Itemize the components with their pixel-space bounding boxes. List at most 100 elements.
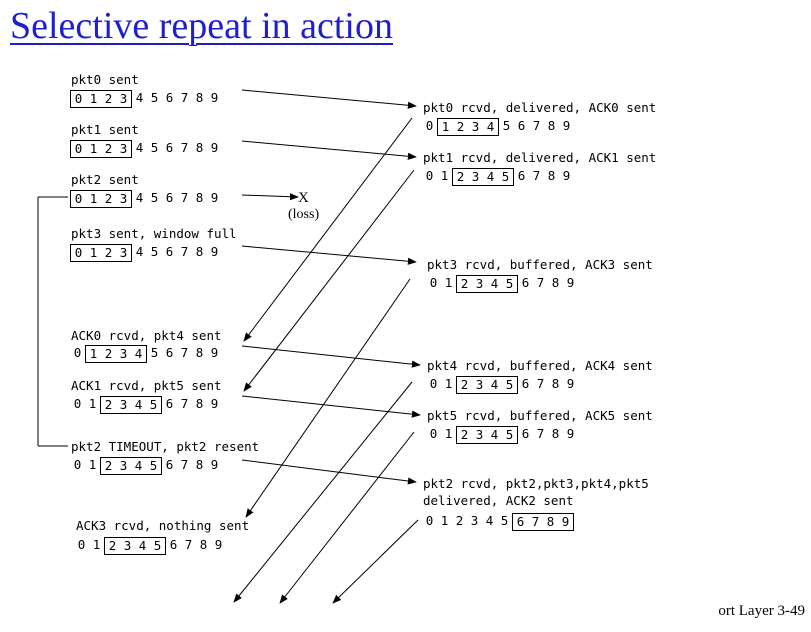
receiver-window-0-seq-9: 9 xyxy=(562,118,571,133)
sender-window-0-seq-4: 4 xyxy=(135,90,144,105)
sender-window-0-seq-0: 0 xyxy=(74,91,83,106)
sender-window-1-seq-4: 4 xyxy=(135,140,144,155)
sender-event-label-6: pkt2 TIMEOUT, pkt2 resent xyxy=(71,439,260,454)
sender-window-5-seq-7: 7 xyxy=(180,396,189,411)
receiver-window-4-seq-1: 1 xyxy=(444,426,453,441)
sender-window-7-seq-5: 5 xyxy=(153,538,162,553)
sender-event-label-2: pkt2 sent xyxy=(71,172,139,187)
receiver-window-1-seq-5: 5 xyxy=(501,169,510,184)
receiver-window-4-seq-4: 4 xyxy=(490,427,499,442)
receiver-window-0-seq-7: 7 xyxy=(532,118,541,133)
sender-window-4-seq-3: 3 xyxy=(119,346,128,361)
sender-window-3-seq-8: 8 xyxy=(195,244,204,259)
sender-window-6-seq-2: 2 xyxy=(104,458,113,473)
receiver-window-3-seq-3: 3 xyxy=(475,377,484,392)
sender-window-1-seq-7: 7 xyxy=(180,140,189,155)
receiver-event-label-4: pkt5 rcvd, buffered, ACK5 sent xyxy=(427,408,653,423)
receiver-window-2-seq-4: 4 xyxy=(490,276,499,291)
sender-window-0-seq-9: 9 xyxy=(210,90,219,105)
sender-window-2-seq-1: 1 xyxy=(89,191,98,206)
receiver-window-3-seq-5: 5 xyxy=(505,377,514,392)
sender-window-4-seq-1: 1 xyxy=(89,346,98,361)
receiver-window-2-seq-1: 1 xyxy=(444,275,453,290)
sender-window-3-seq-7: 7 xyxy=(180,244,189,259)
ack-arrow-ack0 xyxy=(243,117,413,342)
receiver-window-2-seq-0: 0 xyxy=(429,275,438,290)
receiver-window-3-seq-1: 1 xyxy=(444,376,453,391)
loss-label: (loss) xyxy=(288,207,320,222)
sender-window-5-seq-3: 3 xyxy=(119,397,128,412)
receiver-window-1-seq-1: 1 xyxy=(440,168,449,183)
receiver-window-4-seq-3: 3 xyxy=(475,427,484,442)
sender-window-2-seq-6: 6 xyxy=(165,190,174,205)
receiver-event-label-5: pkt2 rcvd, pkt2,pkt3,pkt4,pkt5 xyxy=(423,476,649,491)
sender-window-3-seq-3: 3 xyxy=(119,245,128,260)
receiver-window-4-seq-5: 5 xyxy=(505,427,514,442)
ack-arrow-ack3 xyxy=(245,278,411,518)
sender-window-7-seq-2: 2 xyxy=(108,538,117,553)
sender-window-5-seq-2: 2 xyxy=(104,397,113,412)
sender-window-7-seq-8: 8 xyxy=(199,537,208,552)
sender-window-0-seq-8: 8 xyxy=(195,90,204,105)
sender-window-7-seq-4: 4 xyxy=(138,538,147,553)
sender-window-7-seq-1: 1 xyxy=(92,537,101,552)
receiver-window-1-seq-4: 4 xyxy=(486,169,495,184)
receiver-window-5-seq-8: 8 xyxy=(546,514,555,529)
receiver-event-label-5-line2: delivered, ACK2 sent xyxy=(423,493,574,508)
sender-window-1-seq-6: 6 xyxy=(165,140,174,155)
sender-window-4-seq-5: 5 xyxy=(150,345,159,360)
sender-event-label-4: ACK0 rcvd, pkt4 sent xyxy=(71,328,222,343)
receiver-window-5-seq-9: 9 xyxy=(561,514,570,529)
slide-footer: ort Layer 3-49 xyxy=(718,603,805,619)
sender-window-6-seq-8: 8 xyxy=(195,457,204,472)
receiver-window-2-seq-2: 2 xyxy=(460,276,469,291)
receiver-window-1-seq-0: 0 xyxy=(425,168,434,183)
receiver-window-5-seq-4: 4 xyxy=(485,513,494,528)
sender-window-4-seq-8: 8 xyxy=(195,345,204,360)
sender-window-3-seq-9: 9 xyxy=(210,244,219,259)
receiver-window-0-seq-8: 8 xyxy=(547,118,556,133)
receiver-window-0-seq-1: 1 xyxy=(441,119,450,134)
ack-arrow-ack1 xyxy=(243,169,415,392)
receiver-event-label-0: pkt0 rcvd, delivered, ACK0 sent xyxy=(423,100,657,115)
receiver-window-3-seq-9: 9 xyxy=(566,376,575,391)
receiver-window-1-seq-9: 9 xyxy=(562,168,571,183)
receiver-window-0-seq-0: 0 xyxy=(425,118,434,133)
receiver-window-2-seq-5: 5 xyxy=(505,276,514,291)
sender-window-5-seq-5: 5 xyxy=(149,397,158,412)
sender-window-7-seq-7: 7 xyxy=(184,537,193,552)
sender-window-5-seq-4: 4 xyxy=(134,397,143,412)
sender-window-5-seq-1: 1 xyxy=(88,396,97,411)
packet-arrow-pkt2-lost xyxy=(241,193,299,201)
sender-window-1-seq-1: 1 xyxy=(89,141,98,156)
sender-window-0-seq-2: 2 xyxy=(104,91,113,106)
receiver-event-label-1: pkt1 rcvd, delivered, ACK1 sent xyxy=(423,150,657,165)
sender-event-label-1: pkt1 sent xyxy=(71,122,139,137)
receiver-window-3-seq-7: 7 xyxy=(536,376,545,391)
sender-window-0-seq-5: 5 xyxy=(150,90,159,105)
sender-window-2-seq-9: 9 xyxy=(210,190,219,205)
sender-window-6-seq-5: 5 xyxy=(149,458,158,473)
receiver-window-3-seq-8: 8 xyxy=(551,376,560,391)
sender-window-4-seq-2: 2 xyxy=(104,346,113,361)
packet-arrow-pkt1 xyxy=(241,140,417,160)
receiver-event-label-2: pkt3 rcvd, buffered, ACK3 sent xyxy=(427,257,653,272)
sender-window-4-seq-4: 4 xyxy=(134,346,143,361)
sender-window-3-seq-0: 0 xyxy=(74,245,83,260)
sender-window-3-seq-2: 2 xyxy=(104,245,113,260)
receiver-window-2-seq-3: 3 xyxy=(475,276,484,291)
receiver-window-0-seq-6: 6 xyxy=(517,118,526,133)
